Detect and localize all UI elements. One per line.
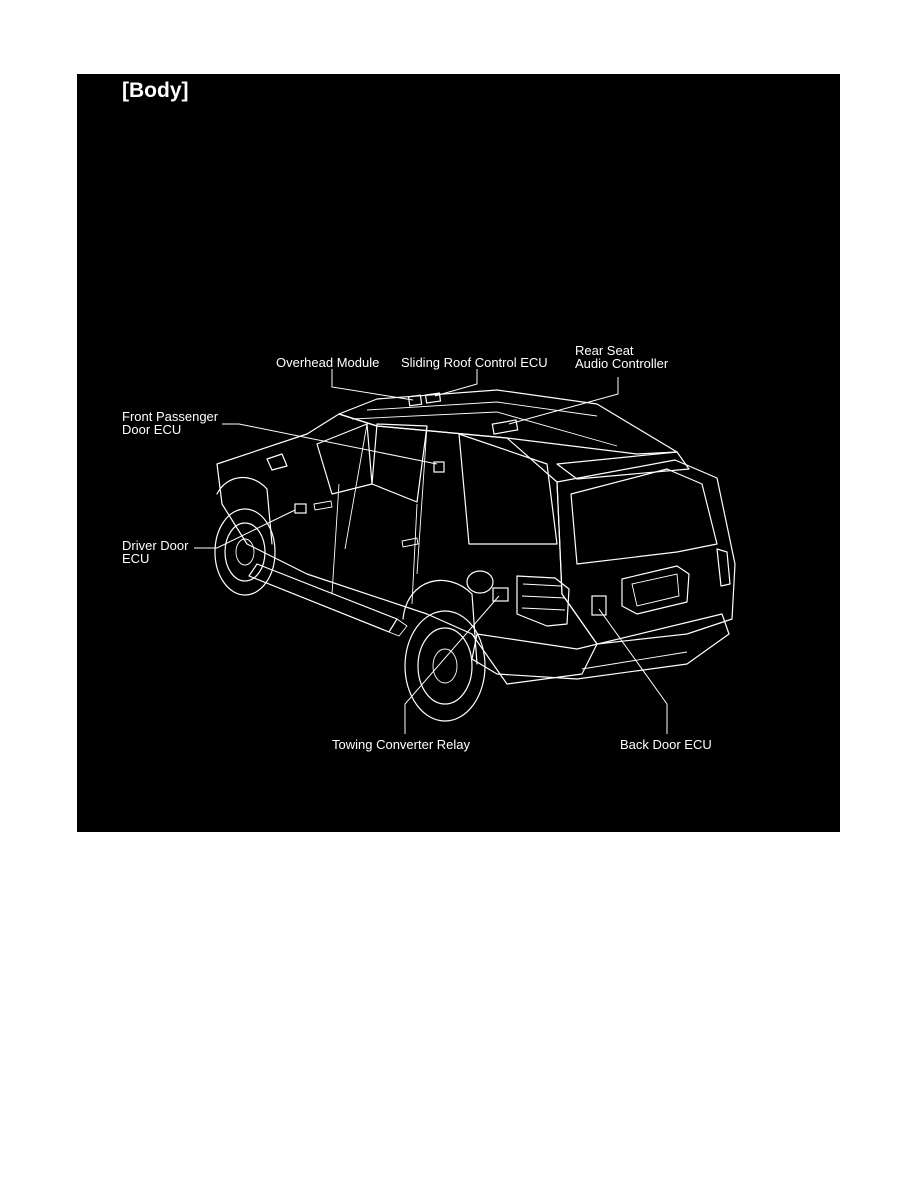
label-line: Front Passenger xyxy=(122,409,219,424)
label-line: Driver Door xyxy=(122,538,189,553)
label-line: Audio Controller xyxy=(575,356,669,371)
label-rear-seat-audio-controller: Rear Seat Audio Controller xyxy=(575,344,668,370)
label-back-door-ecu: Back Door ECU xyxy=(620,738,712,751)
section-title: [Body] xyxy=(122,79,189,102)
label-overhead-module: Overhead Module xyxy=(276,356,379,369)
back-door-ecu-marker xyxy=(591,595,607,616)
label-towing-converter-relay: Towing Converter Relay xyxy=(332,738,470,751)
label-line: Sliding Roof Control ECU xyxy=(401,355,548,370)
label-front-passenger-door-ecu: Front Passenger Door ECU xyxy=(122,410,218,436)
component-location-diagram: [Body] Overhead Module Sliding Roof Cont… xyxy=(77,74,840,832)
vehicle-illustration xyxy=(194,369,736,734)
leader-lines xyxy=(194,369,668,734)
overhead-module-marker xyxy=(407,394,423,407)
label-sliding-roof-control-ecu: Sliding Roof Control ECU xyxy=(401,356,548,369)
suv-outline xyxy=(214,389,736,722)
component-markers xyxy=(294,392,607,616)
label-line: Towing Converter Relay xyxy=(332,737,471,752)
driver-door-ecu-marker xyxy=(294,503,307,514)
label-line: Back Door ECU xyxy=(620,737,712,752)
label-line: Rear Seat xyxy=(575,343,634,358)
label-driver-door-ecu: Driver Door ECU xyxy=(122,539,188,565)
rear-seat-audio-controller-marker xyxy=(491,419,519,435)
label-line: Door ECU xyxy=(122,422,182,437)
towing-converter-relay-marker xyxy=(492,587,509,602)
label-line: ECU xyxy=(122,551,150,566)
front-passenger-door-ecu-marker xyxy=(433,461,445,473)
label-line: Overhead Module xyxy=(276,355,380,370)
sliding-roof-ecu-marker xyxy=(424,392,442,404)
